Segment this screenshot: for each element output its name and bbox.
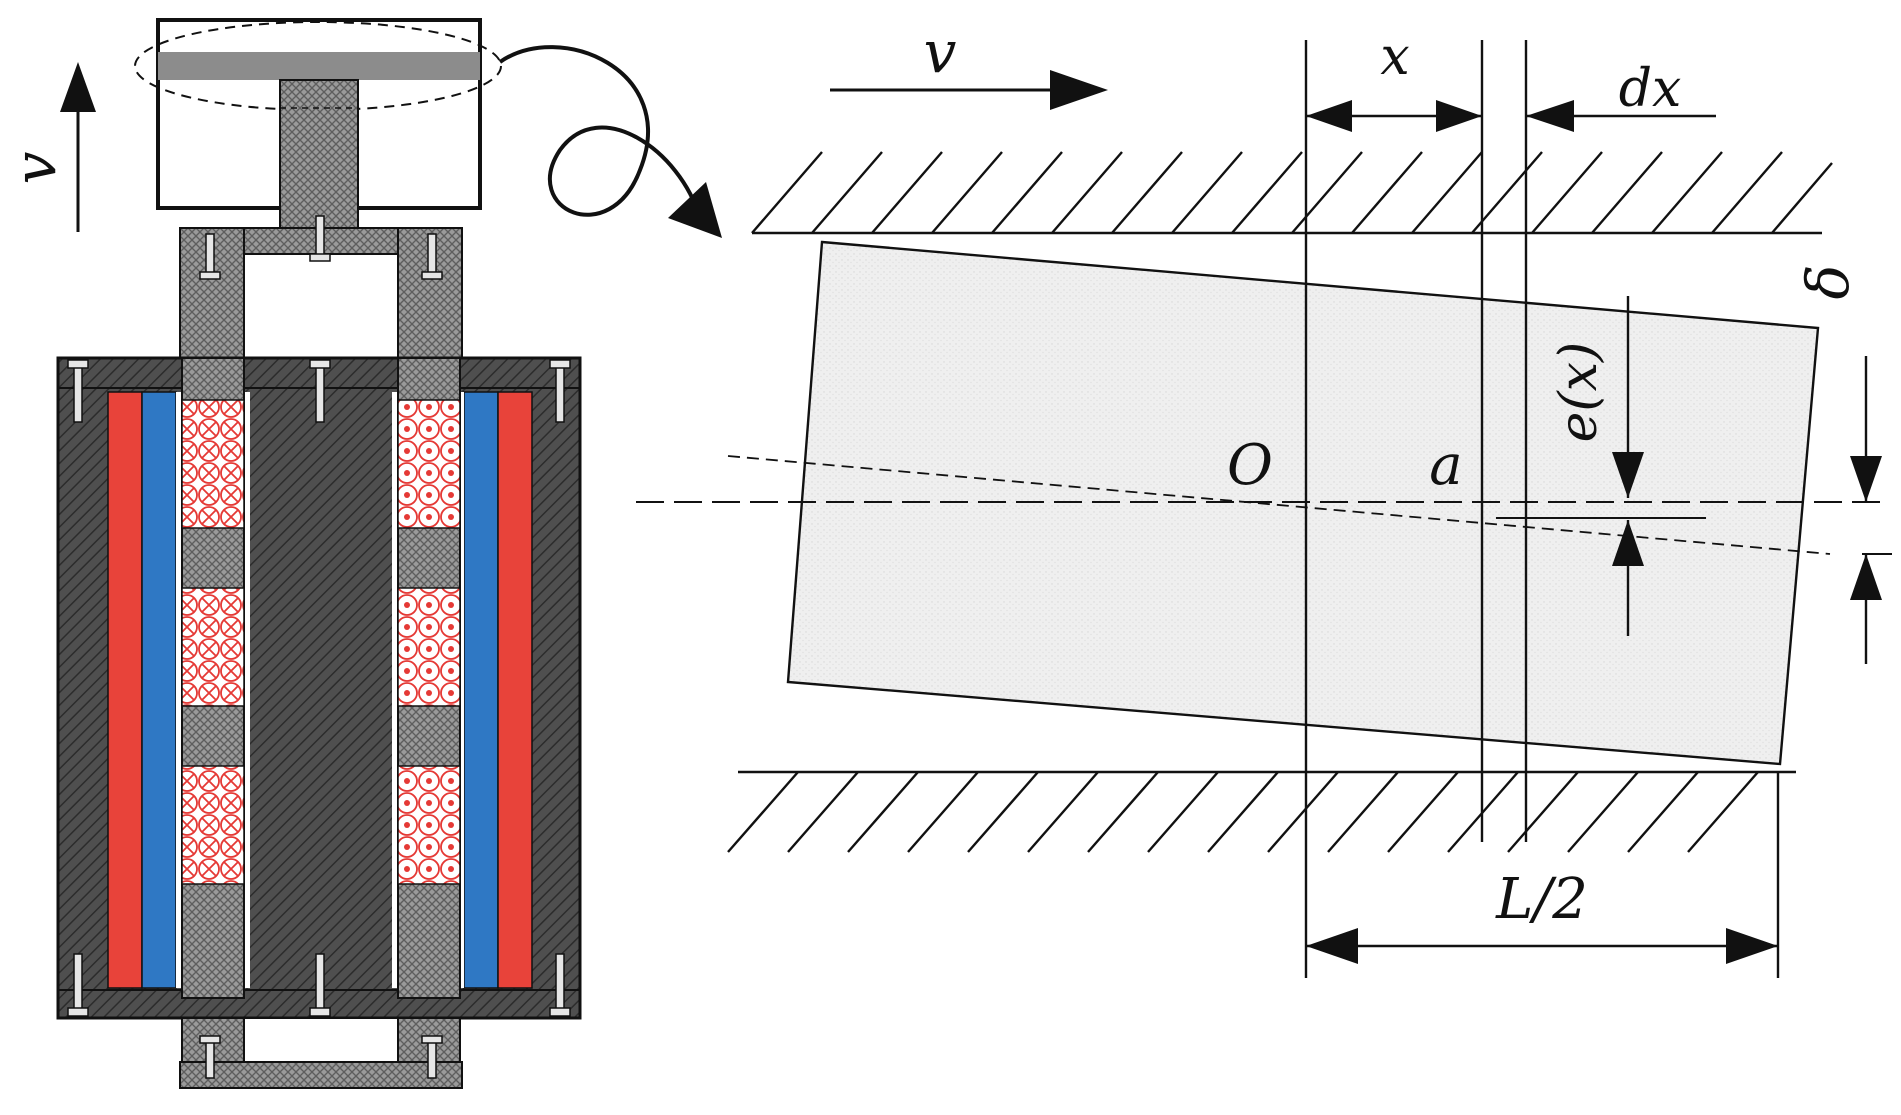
e-x-label: e(x) (1549, 342, 1609, 443)
velocity-arrow-left (60, 62, 96, 232)
delta-label: δ (1794, 265, 1862, 300)
x-dimension (1306, 100, 1482, 132)
half-length-dimension (1306, 928, 1778, 964)
conductor-left-1 (181, 399, 245, 529)
velocity-label-right: v (924, 18, 957, 86)
conductor-right-1 (397, 399, 461, 529)
point-a-label: a (1429, 433, 1462, 498)
dx-label: dx (1619, 59, 1682, 119)
coil-blue-left (141, 391, 177, 989)
coil-red-right (497, 391, 533, 989)
coil-red-left (107, 391, 143, 989)
bottom-wall (727, 770, 1796, 853)
e-x-dimension (1496, 296, 1706, 636)
conductor-right-3 (397, 765, 461, 885)
tilted-axis (727, 455, 1831, 555)
coil-blue-right (463, 391, 499, 989)
conductor-left-3 (181, 765, 245, 885)
origin-label: O (1227, 433, 1273, 498)
eccentricity-diagram: v (636, 18, 1892, 978)
shaft-stem (279, 79, 359, 229)
lower-yoke (179, 1061, 463, 1089)
conductor-right-2 (397, 587, 461, 707)
conductor-left-2 (181, 587, 245, 707)
top-wall (751, 151, 1833, 235)
dx-dimension (1526, 100, 1716, 132)
delta-dimension (1850, 356, 1892, 664)
velocity-arrow-right (830, 70, 1108, 110)
load-plate (158, 52, 480, 80)
half-length-label: L/2 (1495, 867, 1588, 932)
x-label: x (1380, 27, 1409, 87)
detail-connector-arrow (498, 45, 722, 238)
damper-cross-section: v (1, 18, 582, 1089)
bolts (67, 215, 571, 1079)
velocity-label-left: v (1, 151, 69, 184)
